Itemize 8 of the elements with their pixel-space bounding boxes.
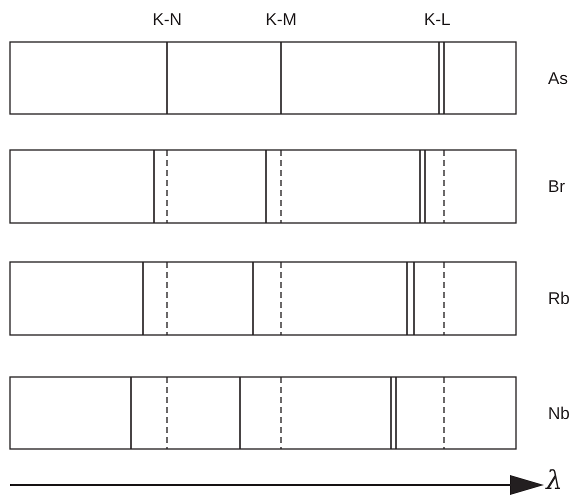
line-label: K-M <box>266 11 297 28</box>
line-label: K-N <box>152 11 182 28</box>
axis-label: λ <box>546 468 562 494</box>
element-label: Nb <box>548 405 570 422</box>
line-label: K-L <box>424 11 450 28</box>
element-label: As <box>548 70 568 87</box>
element-label: Br <box>548 178 565 195</box>
element-label: Rb <box>548 290 570 307</box>
